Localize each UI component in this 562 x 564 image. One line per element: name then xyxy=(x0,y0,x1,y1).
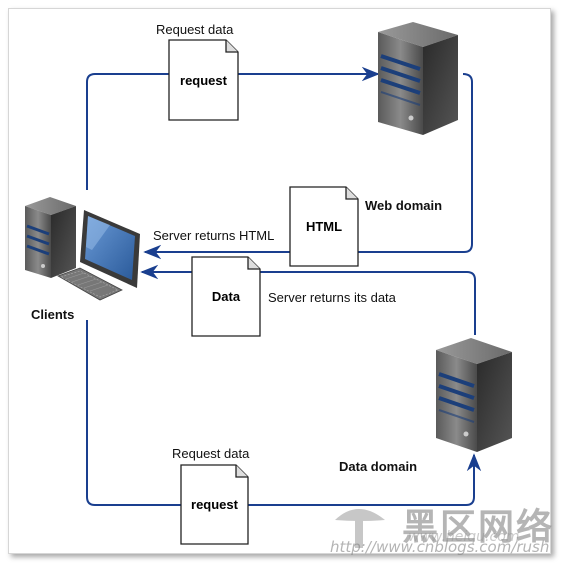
client-keyboard-icon xyxy=(57,267,123,301)
data-server-icon xyxy=(436,338,512,452)
request-document-top xyxy=(168,39,239,121)
watermark-logo-icon xyxy=(335,509,385,548)
web-domain-label: Web domain xyxy=(365,198,443,213)
web-server-icon xyxy=(378,22,458,135)
watermark-brand: 黑区网络 xyxy=(402,507,555,548)
request-document-bottom xyxy=(180,464,249,545)
watermark-url-front: http://www.cnblogs.com/rush xyxy=(330,538,550,556)
server-returns-data-label: Server returns its data xyxy=(268,290,396,305)
server-returns-html-label: Server returns HTML xyxy=(153,228,275,243)
data-domain-label: Data domain xyxy=(339,459,418,474)
connector-client-to-web-request xyxy=(86,66,380,190)
client-tower-icon xyxy=(25,197,76,278)
request-data-top-label: Request data xyxy=(156,22,234,37)
watermark: 黑区网络 www.heiqu.com http://www.cnblogs.co… xyxy=(330,496,555,560)
data-doc-text: Data xyxy=(211,289,241,304)
html-document xyxy=(289,186,359,267)
request-doc-top-text: request xyxy=(180,73,227,88)
clients-label: Clients xyxy=(31,307,75,322)
connector-client-to-data-request xyxy=(86,320,482,506)
watermark-url-back: www.heiqu.com xyxy=(408,529,520,545)
connector-data-to-client-data xyxy=(140,264,476,335)
connector-web-to-client-html xyxy=(143,73,473,260)
request-data-bottom-label: Request data xyxy=(172,446,250,461)
html-doc-text: HTML xyxy=(305,219,343,234)
data-document xyxy=(191,256,261,337)
client-monitor-icon xyxy=(80,210,140,288)
request-doc-bottom-text: request xyxy=(191,497,238,512)
